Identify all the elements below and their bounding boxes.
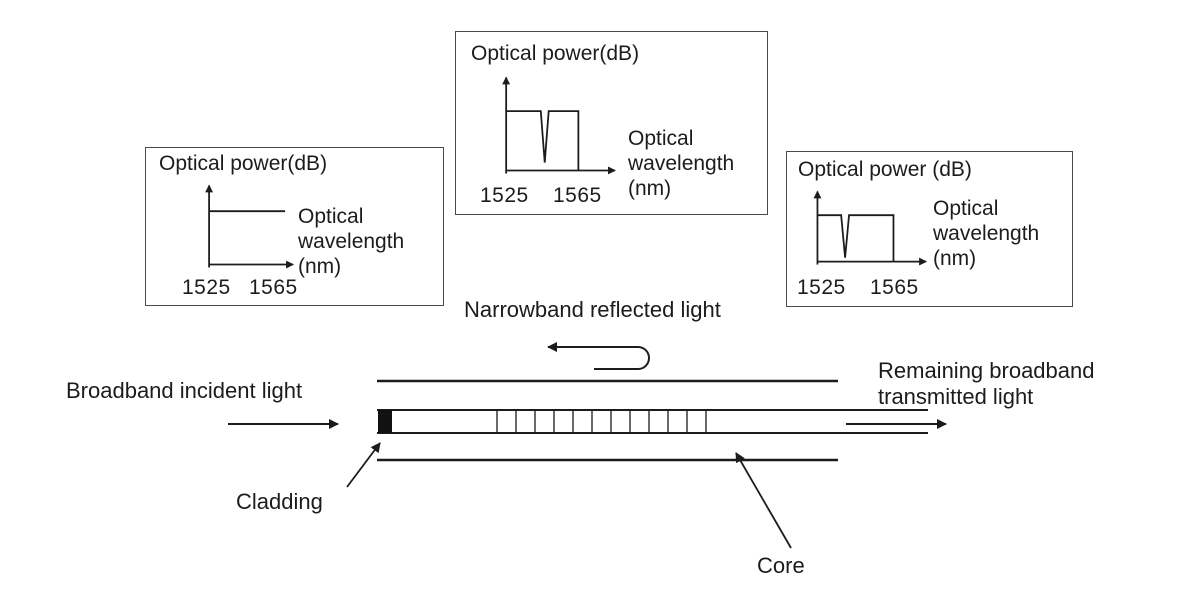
- panel-title: Optical power(dB): [471, 42, 640, 65]
- cladding-label: Cladding: [236, 489, 323, 514]
- spectrum-plot: [813, 190, 928, 266]
- grating-marks: [496, 411, 707, 432]
- transmitted-spectrum-panel: Optical power (dB) Optical wavelength (n…: [786, 151, 1073, 307]
- tick-1565: 1565: [249, 276, 298, 299]
- wavelength-axis-label: Optical wavelength (nm): [298, 205, 405, 279]
- spectrum-plot: [205, 184, 295, 269]
- transmitted-light-label: Remaining broadband transmitted light: [878, 358, 1095, 409]
- cladding-pointer-line: [346, 442, 381, 488]
- core-pointer-arrow: [735, 452, 792, 549]
- core-label: Core: [757, 553, 805, 578]
- notched-spectrum-line: [506, 110, 580, 171]
- panel-title: Optical power(dB): [159, 152, 328, 175]
- tick-1565: 1565: [553, 184, 602, 207]
- reflected-light-label: Narrowband reflected light: [464, 297, 721, 322]
- tick-1565: 1565: [870, 276, 919, 299]
- incident-light-label: Broadband incident light: [66, 378, 303, 403]
- wavelength-axis-label: Optical wavelength (nm): [933, 197, 1040, 271]
- spectrum-plot: [502, 76, 616, 175]
- wavelength-axis-label: Optical wavelength (nm): [628, 127, 735, 201]
- tick-1525: 1525: [797, 276, 846, 299]
- reflected-spectrum-panel: Optical power(dB) Optical wavelength (nm…: [455, 31, 768, 215]
- tick-1525: 1525: [182, 276, 231, 299]
- tick-1525: 1525: [480, 184, 529, 207]
- notched-spectrum-line: [817, 214, 895, 262]
- incident-spectrum-panel: Optical power(dB) Optical wavelength (nm…: [145, 147, 444, 306]
- reflected-uturn-arrow: [547, 342, 650, 370]
- panel-title: Optical power (dB): [798, 158, 972, 181]
- fiber-end-square: [378, 410, 392, 433]
